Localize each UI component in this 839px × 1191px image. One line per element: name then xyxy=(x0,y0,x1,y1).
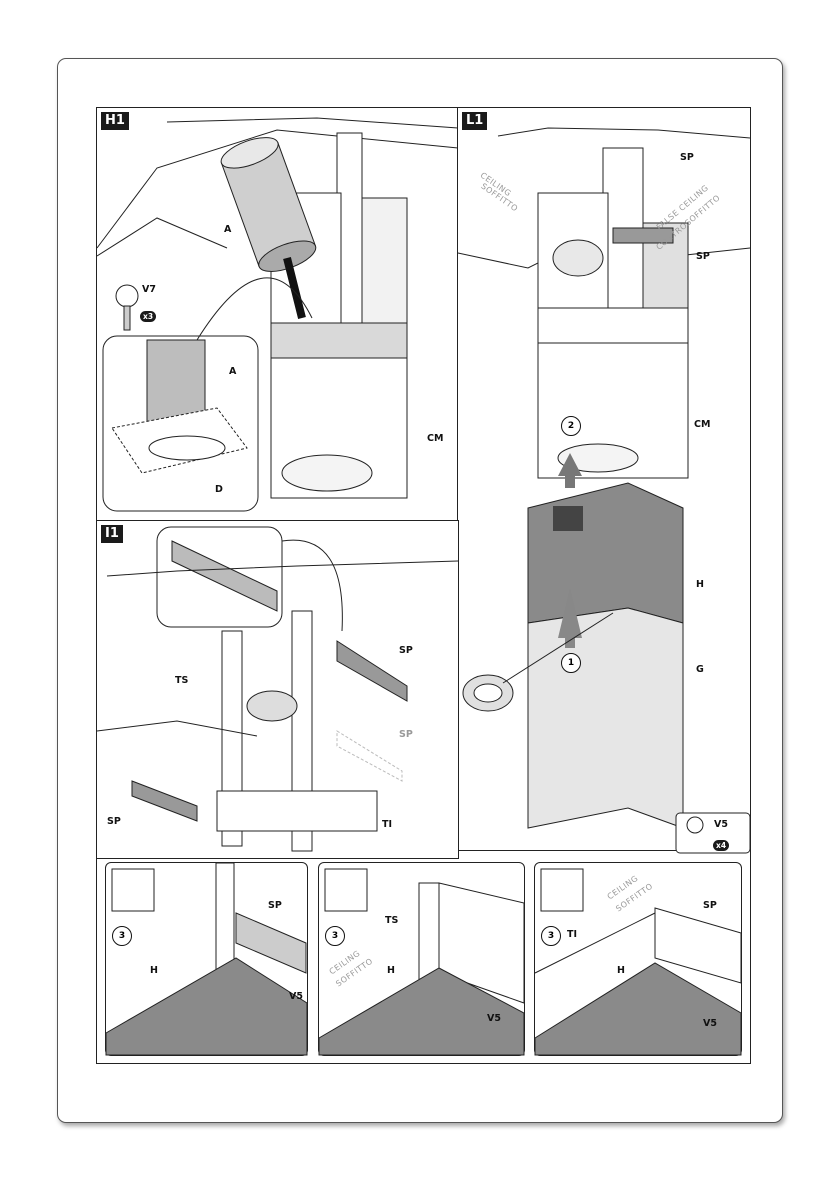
label-cm-h1: CM xyxy=(427,433,444,444)
panel-bottom-mid: 3 TS CEILING SOFFITTO H V5 xyxy=(318,862,525,1056)
label-h-l1: H xyxy=(696,579,704,590)
panel-bottom-right: 3 TI CEILING SOFFITTO SP H V5 xyxy=(534,862,742,1056)
label-h-br: H xyxy=(617,965,625,976)
label-sp-br: SP xyxy=(703,900,717,911)
label-ts-bm: TS xyxy=(385,915,399,926)
label-ti-br: TI xyxy=(567,929,578,940)
label-a-inset: A xyxy=(229,366,237,377)
panel-h1: H1 A V7 x3 A D CM xyxy=(96,107,459,522)
label-sp-i1-ghost: SP xyxy=(399,729,413,740)
label-v5-bl: V5 xyxy=(289,991,303,1002)
panel-i1: I1 SP SP TS SP TI xyxy=(96,520,459,859)
label-v5-bm: V5 xyxy=(487,1013,501,1024)
h1-drawing xyxy=(96,117,459,512)
badge-x4: x4 xyxy=(713,840,730,851)
label-cm-l1: CM xyxy=(694,419,711,430)
label-sp-mid: SP xyxy=(696,251,710,262)
step-2-bubble: 2 xyxy=(561,416,581,436)
panel-tag-h1: H1 xyxy=(101,112,129,130)
badge-x3: x3 xyxy=(140,311,157,322)
bottom-mid-drawing xyxy=(318,868,525,1056)
label-sp-bl: SP xyxy=(268,900,282,911)
label-ti-i1: TI xyxy=(382,819,393,830)
step-3-right: 3 xyxy=(541,926,561,946)
l1-drawing xyxy=(457,127,751,854)
bottom-left-drawing xyxy=(105,862,308,1056)
panel-bottom-left: 3 SP H V5 xyxy=(105,862,308,1056)
label-ts-i1: TS xyxy=(175,675,189,686)
label-sp-top: SP xyxy=(680,152,694,163)
step-3-left: 3 xyxy=(112,926,132,946)
panel-tag-i1: I1 xyxy=(101,525,123,543)
label-v7: V7 xyxy=(142,284,156,295)
label-h-bl: H xyxy=(150,965,158,976)
step-1-bubble: 1 xyxy=(561,653,581,673)
label-g-l1: G xyxy=(696,664,704,675)
panel-l1: L1 CEILING SOFFITTO FALSE CEILING CONTRO… xyxy=(457,107,751,854)
label-sp-i1-left: SP xyxy=(107,816,121,827)
label-a-top: A xyxy=(224,224,232,235)
label-v5-bag: V5 xyxy=(714,819,728,830)
bottom-right-drawing xyxy=(534,868,742,1056)
label-h-bm: H xyxy=(387,965,395,976)
label-d: D xyxy=(215,484,223,495)
panel-tag-l1: L1 xyxy=(462,112,488,130)
step-3-mid: 3 xyxy=(325,926,345,946)
label-sp-i1-top: SP xyxy=(399,645,413,656)
i1-drawing xyxy=(96,526,459,852)
label-v5-br: V5 xyxy=(703,1018,717,1029)
